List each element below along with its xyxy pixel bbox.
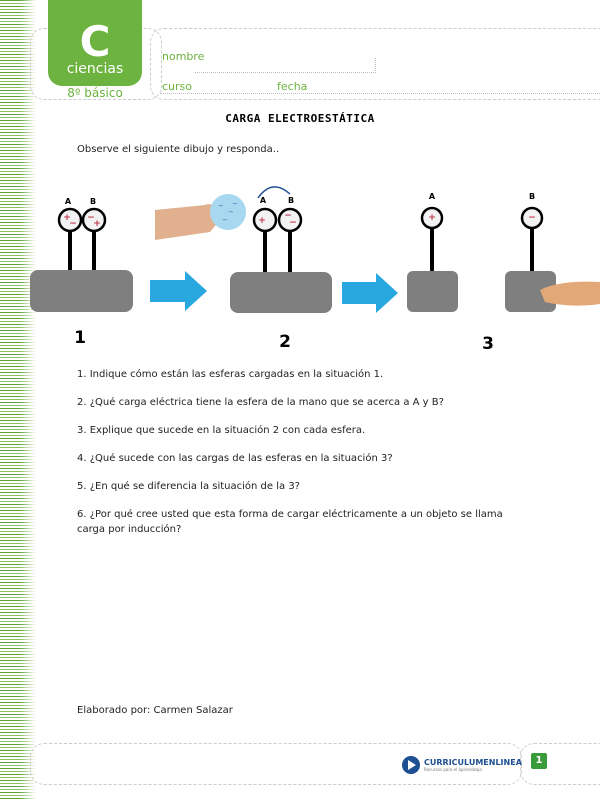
ball-charges: −−−− xyxy=(218,200,238,224)
question-6: 6. ¿Por qué cree usted que esta forma de… xyxy=(77,509,503,535)
svg-text:−: − xyxy=(289,218,297,228)
arrow-right-icon xyxy=(342,273,398,313)
svg-text:+: + xyxy=(93,219,101,229)
base-3a xyxy=(407,271,458,312)
question-2: 2. ¿Qué carga eléctrica tiene la esfera … xyxy=(77,397,444,408)
question-3: 3. Explique que sucede en la situación 2… xyxy=(77,425,366,436)
step-3-label: 3 xyxy=(482,334,494,354)
base-1 xyxy=(30,270,133,312)
question-5: 5. ¿En qué se diferencia la situación de… xyxy=(77,481,300,492)
name-field[interactable] xyxy=(195,58,376,73)
instruction-text: Observe el siguiente dibujo y responda.. xyxy=(77,144,280,155)
base-3b xyxy=(505,271,556,312)
name-label: nombre xyxy=(162,50,205,63)
label-b: B xyxy=(90,197,96,206)
charged-ball xyxy=(210,194,246,230)
label-b: B xyxy=(529,192,535,201)
svg-text:−: − xyxy=(232,200,238,208)
spheres xyxy=(57,206,544,233)
question-1: 1. Indique cómo están las esferas cargad… xyxy=(77,369,384,380)
course-label: curso xyxy=(162,80,193,93)
svg-text:−: − xyxy=(87,213,95,223)
arrow-right-icon xyxy=(150,271,207,311)
page-frame xyxy=(520,743,600,785)
question-4: 4. ¿Qué sucede con las cargas de las esf… xyxy=(77,453,393,464)
svg-text:−: − xyxy=(218,202,224,210)
label-b: B xyxy=(288,196,294,205)
curriculum-logo: CURRICULUMENLINEA Recursos para el apren… xyxy=(402,756,522,774)
label-a: A xyxy=(65,197,72,206)
svg-text:−: − xyxy=(228,208,234,216)
induction-diagram: +−−+ +−− +− −−−− A B A B A B 1 2 3 xyxy=(30,186,600,354)
label-a: A xyxy=(260,196,267,205)
charges: +−−+ +−− +− xyxy=(63,211,536,229)
svg-text:−: − xyxy=(222,216,228,224)
brand-name: CURRICULUMENLINEA xyxy=(424,758,522,767)
curved-arrow-icon xyxy=(257,186,291,199)
svg-text:+: + xyxy=(428,213,436,223)
logo-letter: C xyxy=(79,17,111,66)
step-1-label: 1 xyxy=(74,328,86,348)
page-title: CARGA ELECTROESTÁTICA xyxy=(225,112,375,125)
page-number: 1 xyxy=(531,753,547,769)
svg-text:−: − xyxy=(528,213,536,223)
base-2 xyxy=(230,272,332,313)
date-label: fecha xyxy=(277,80,308,93)
svg-text:−: − xyxy=(69,219,77,229)
header-frame xyxy=(150,28,600,100)
decorative-border xyxy=(0,0,36,800)
step-2-label: 2 xyxy=(279,332,291,352)
brand-tagline: Recursos para el aprendizaje xyxy=(424,767,482,772)
svg-text:+: + xyxy=(63,213,71,223)
svg-text:−: − xyxy=(284,211,292,221)
course-date-field[interactable] xyxy=(160,93,600,94)
grade-label: 8º básico xyxy=(67,86,123,100)
arrows xyxy=(150,271,398,313)
author-credit: Elaborado por: Carmen Salazar xyxy=(77,705,233,716)
hand-icon xyxy=(155,204,220,240)
label-a: A xyxy=(429,192,436,201)
subject-logo: C ciencias xyxy=(48,0,142,86)
subject-label: ciencias xyxy=(66,61,124,77)
hand-icon xyxy=(540,281,600,306)
play-circle-icon xyxy=(402,756,420,774)
svg-text:+: + xyxy=(258,216,266,226)
footer-frame xyxy=(30,743,522,785)
